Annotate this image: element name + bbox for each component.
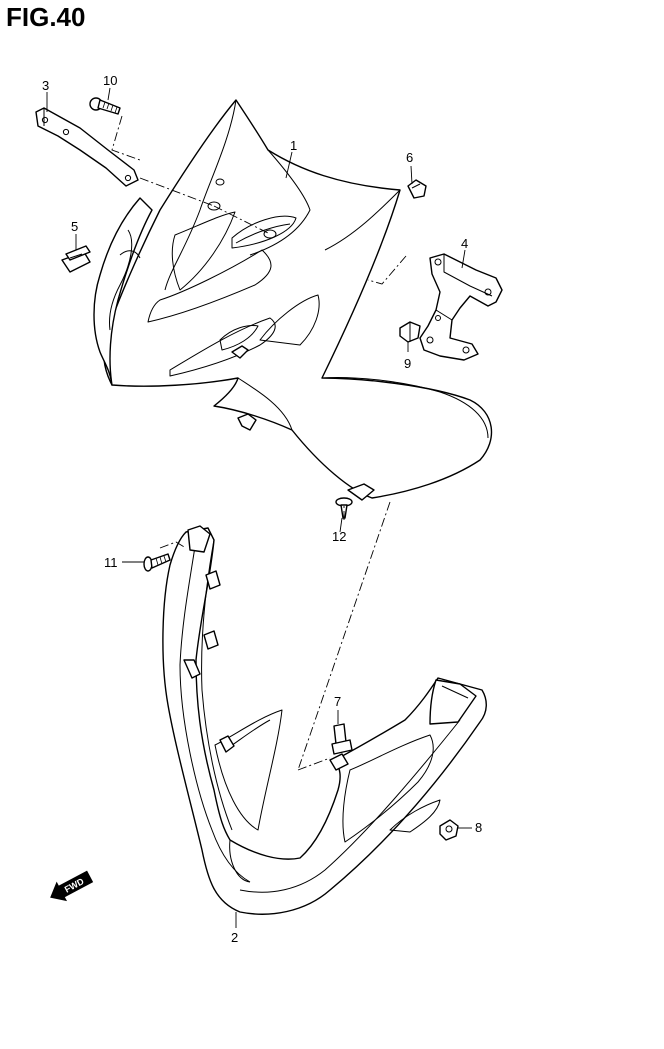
- part-10-screw: [89, 97, 121, 115]
- part-11-screw: [143, 553, 171, 572]
- part-3-bracket: [35, 107, 139, 187]
- callout-8: 8: [475, 820, 482, 835]
- part-9-bolt: [399, 321, 421, 343]
- callout-6: 6: [406, 150, 413, 165]
- figure-title: FIG.40: [6, 2, 85, 32]
- part-8-nut: [439, 819, 459, 841]
- callout-7: 7: [334, 694, 341, 709]
- fwd-arrow-icon: FWD: [50, 870, 94, 902]
- callout-12: 12: [332, 529, 346, 544]
- part-7-clip: [331, 723, 353, 755]
- part-4-stay-bracket: [419, 253, 503, 361]
- part-2-lower-cowl: [162, 525, 487, 915]
- callout-labels: 1 2 3 4 5 6 7 8 9 10 11 12: [42, 73, 482, 945]
- callout-10: 10: [103, 73, 117, 88]
- callout-9: 9: [404, 356, 411, 371]
- callout-2: 2: [231, 930, 238, 945]
- callout-3: 3: [42, 78, 49, 93]
- callout-4: 4: [461, 236, 468, 251]
- callout-1: 1: [290, 138, 297, 153]
- part-6-clip-nut: [407, 179, 427, 199]
- callout-leaders: [46, 87, 472, 928]
- part-5-emblem: [61, 245, 91, 273]
- part-12-screw: [335, 497, 353, 519]
- assembly-lines: [111, 115, 407, 771]
- callout-11: 11: [104, 555, 118, 570]
- part-1-front-cowl: [93, 99, 493, 501]
- callout-5: 5: [71, 219, 78, 234]
